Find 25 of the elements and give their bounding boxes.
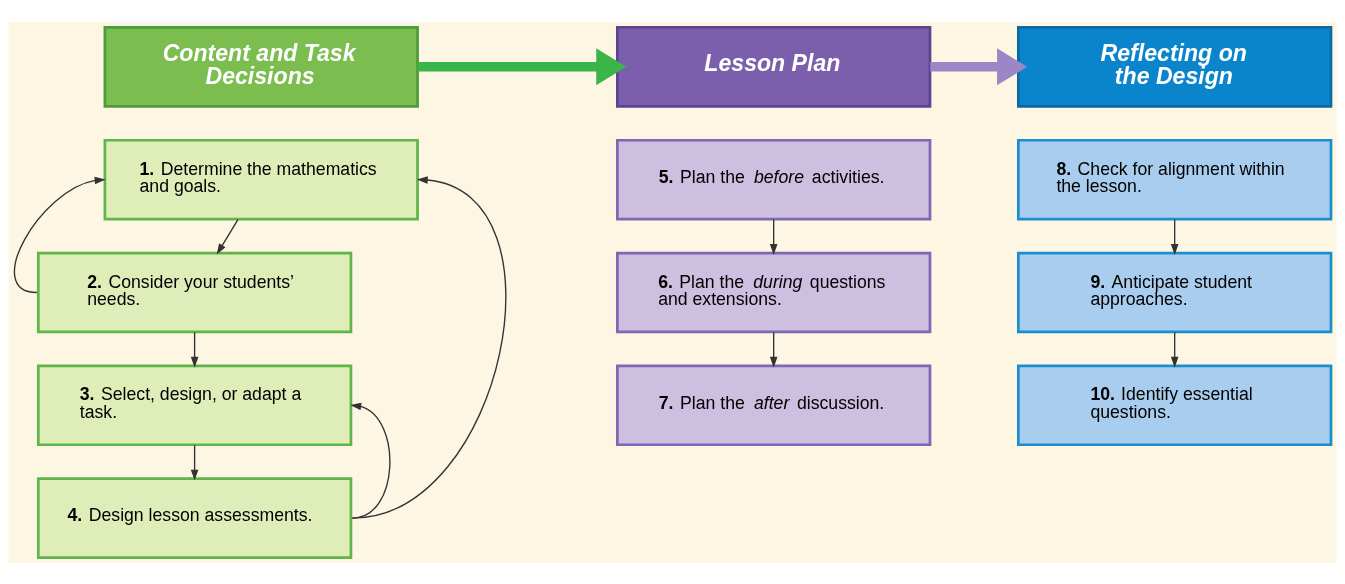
arrow	[190, 444, 199, 481]
node-box: 2. Consider your students’ needs.	[36, 251, 353, 333]
node-box: 3. Select, design, or adapt a task.	[36, 364, 353, 446]
node-box: 8. Check for alignment within the lesson.	[1017, 138, 1333, 220]
arrow	[930, 47, 1028, 85]
node-box: 6. Plan the during questions and extensions.	[616, 251, 932, 333]
arrow	[1170, 331, 1179, 368]
node-box: Lesson Plan	[616, 25, 932, 108]
arrow	[350, 402, 391, 519]
arrow	[769, 331, 778, 368]
node-box: Content and Task Decisions	[103, 25, 419, 108]
node-box: 10. Identify essential questions.	[1017, 364, 1333, 446]
node-box: 5. Plan the before activities.	[616, 138, 932, 220]
arrow	[769, 218, 778, 255]
arrow	[1170, 218, 1179, 255]
node-box: 4. Design lesson assessments.	[36, 476, 353, 559]
arrow	[216, 218, 239, 255]
arrow	[417, 47, 627, 85]
node-box: 7. Plan the after discussion.	[616, 364, 932, 446]
node-box: 1. Determine the mathematics and goals.	[103, 138, 419, 220]
arrow	[351, 175, 507, 519]
arrow	[190, 331, 199, 368]
node-box: Reflecting on the Design	[1017, 25, 1333, 108]
node-box: 9. Anticipate student approaches.	[1017, 251, 1333, 333]
arrow	[14, 176, 106, 293]
